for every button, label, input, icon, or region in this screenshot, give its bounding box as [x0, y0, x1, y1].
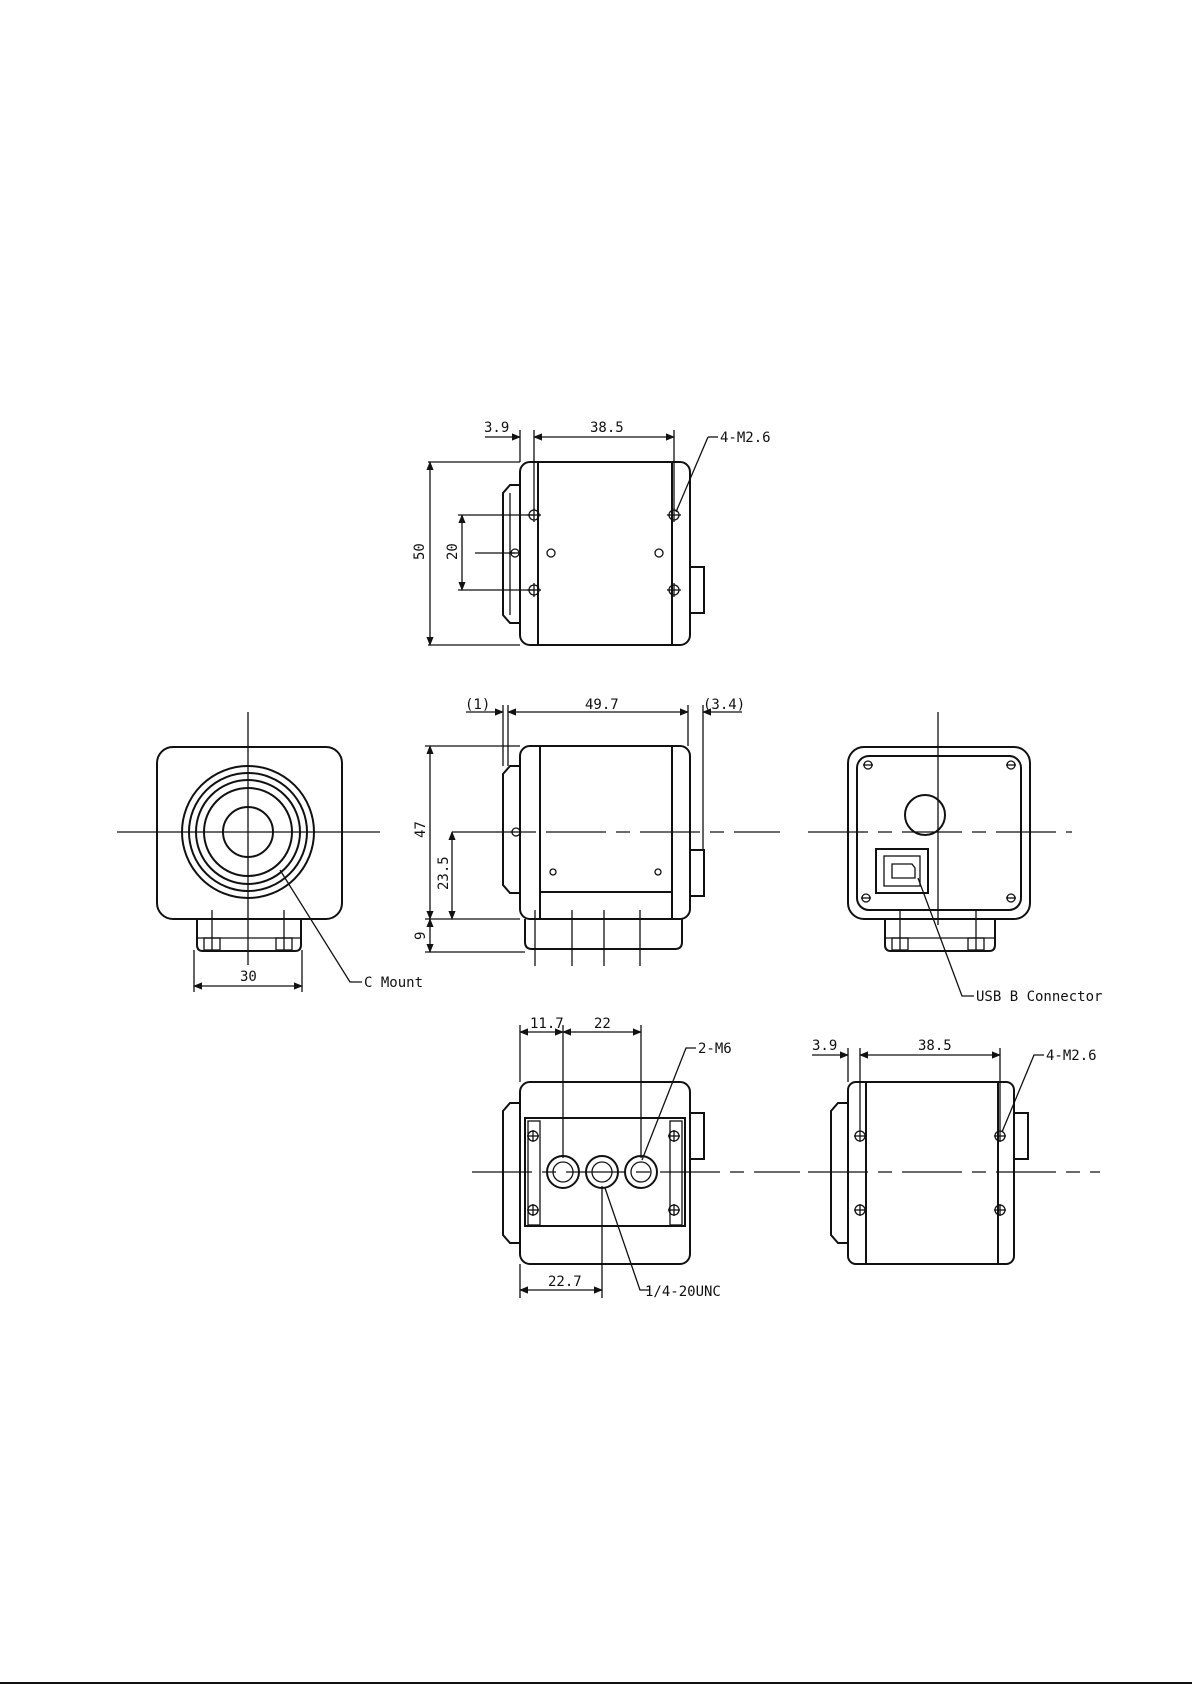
rear-view: USB B Connector — [808, 712, 1102, 1005]
side-dim-rear: (3.4) — [703, 697, 745, 713]
bottom-dim-offset: 11.7 — [530, 1016, 564, 1032]
side-dim-height: 47 — [413, 821, 429, 838]
side-dim-axis: 23.5 — [436, 856, 452, 890]
bottom-dim-center: 22.7 — [548, 1274, 582, 1290]
side-dim-body: 49.7 — [585, 697, 619, 713]
top-dim-holes: 20 — [445, 543, 461, 560]
side-dim-base: 9 — [413, 932, 429, 940]
front-dim-width: 30 — [240, 969, 257, 985]
front-mount-note: C Mount — [364, 975, 423, 991]
top-screw-note: 4-M2.6 — [720, 430, 771, 446]
bottom-tripod-note: 1/4-20UNC — [645, 1284, 721, 1300]
side-view: (1) 49.7 (3.4) 47 23.5 9 — [413, 697, 780, 966]
screw-icon — [509, 508, 681, 597]
bottom-hole-note: 2-M6 — [698, 1041, 732, 1057]
top-dim-body: 38.5 — [590, 420, 624, 436]
side-view-2: 3.9 38.5 4-M2.6 — [808, 1038, 1100, 1264]
side2-dim-body: 38.5 — [918, 1038, 952, 1054]
top-view: 3.9 38.5 4-M2.6 50 20 — [412, 420, 771, 645]
rear-connector-note: USB B Connector — [976, 989, 1102, 1005]
side2-screw-note: 4-M2.6 — [1046, 1048, 1097, 1064]
side-dim-flange: (1) — [465, 697, 490, 713]
bottom-view: 11.7 22 22.7 2-M6 1/4-20UNC — [472, 1016, 800, 1300]
top-dim-flange: 3.9 — [484, 420, 509, 436]
side2-dim-flange: 3.9 — [812, 1038, 837, 1054]
front-view: 30 C Mount — [117, 712, 423, 992]
top-dim-height: 50 — [412, 543, 428, 560]
bottom-dim-pitch: 22 — [594, 1016, 611, 1032]
